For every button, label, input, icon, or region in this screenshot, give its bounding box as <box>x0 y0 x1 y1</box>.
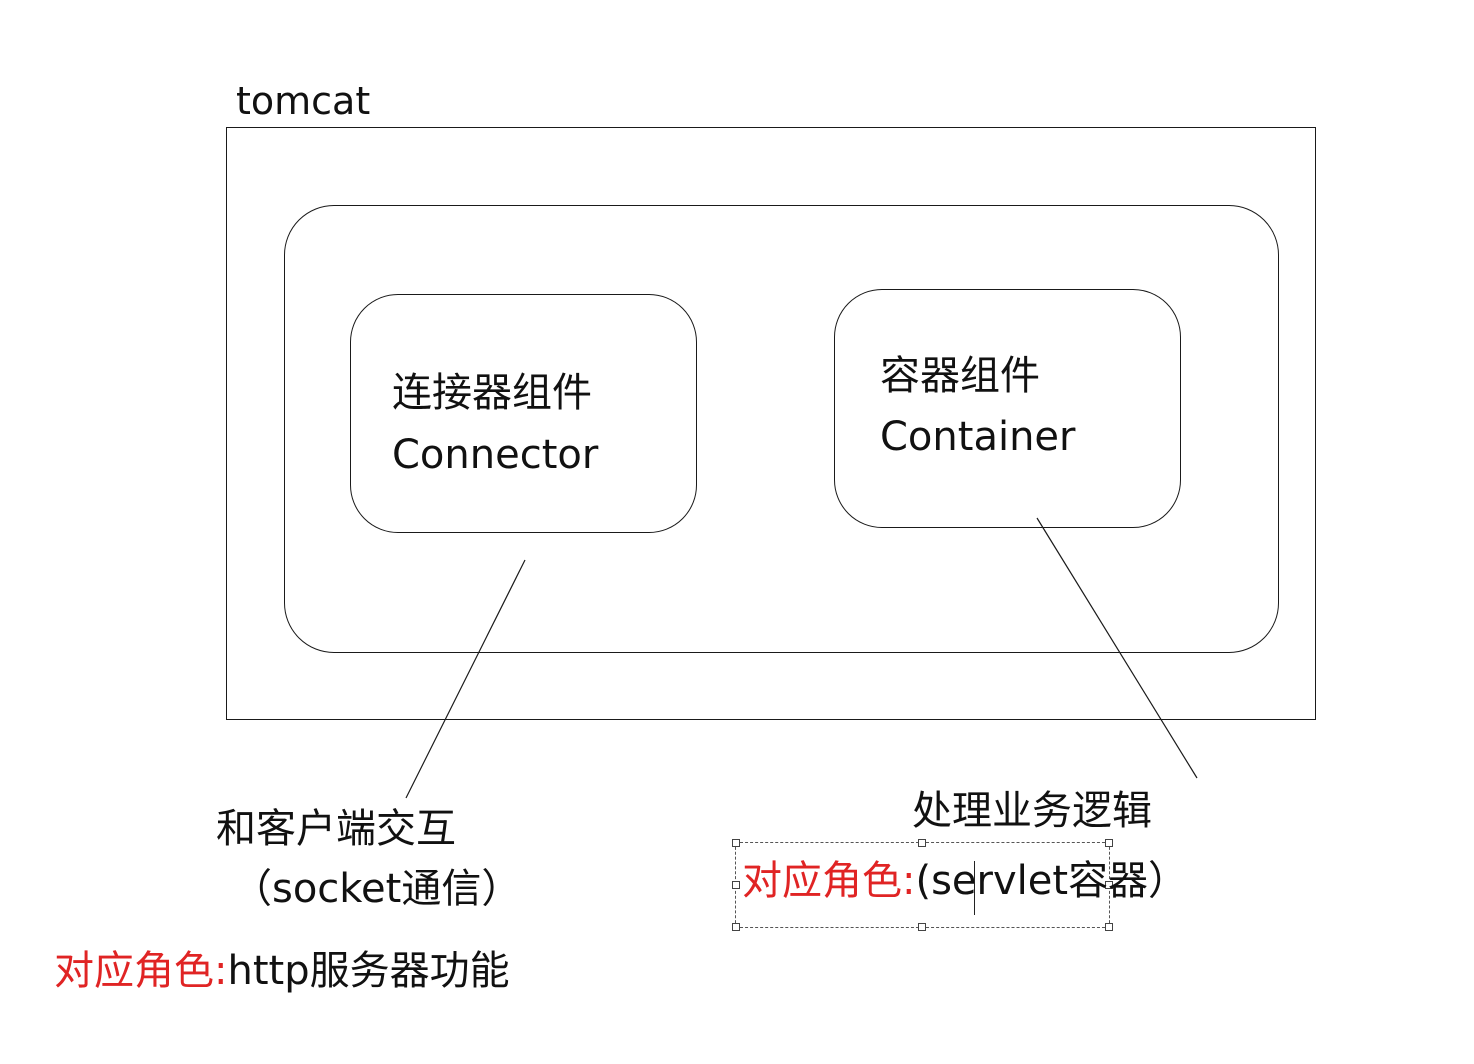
selection-handle-bottom-mid[interactable] <box>918 923 926 931</box>
selection-handle-top-mid[interactable] <box>918 839 926 847</box>
text-cursor <box>974 861 975 915</box>
connector-role-value: http服务器功能 <box>227 948 510 994</box>
container-role[interactable]: 对应角色:(servlet容器） <box>742 858 1188 904</box>
container-role-value: (servlet容器） <box>915 858 1189 904</box>
connector-component-box <box>350 294 697 533</box>
connector-title-en: Connector <box>392 432 599 478</box>
selection-handle-bottom-right[interactable] <box>1105 923 1113 931</box>
container-title-cn: 容器组件 <box>880 353 1040 399</box>
container-callout-line <box>1036 517 1198 779</box>
tomcat-label: tomcat <box>236 79 371 123</box>
selection-handle-bottom-left[interactable] <box>732 923 740 931</box>
connector-note-line1: 和客户端交互 <box>216 806 456 852</box>
service-inner-box <box>284 205 1279 653</box>
connector-callout-line <box>405 559 526 799</box>
selection-handle-top-right[interactable] <box>1105 839 1113 847</box>
selection-handle-mid-left[interactable] <box>732 881 740 889</box>
container-title-en: Container <box>880 414 1076 460</box>
connector-note-line2: （socket通信） <box>232 866 522 912</box>
container-role-label: 对应角色: <box>742 858 916 904</box>
selection-handle-top-left[interactable] <box>732 839 740 847</box>
selection-handle-mid-right[interactable] <box>1105 881 1113 889</box>
connector-role-label: 对应角色: <box>54 948 228 994</box>
container-note-line1: 处理业务逻辑 <box>912 788 1152 834</box>
tomcat-outer-frame <box>226 127 1316 720</box>
connector-role: 对应角色:http服务器功能 <box>54 948 510 994</box>
connector-title-cn: 连接器组件 <box>392 370 592 416</box>
container-component-box <box>834 289 1181 528</box>
